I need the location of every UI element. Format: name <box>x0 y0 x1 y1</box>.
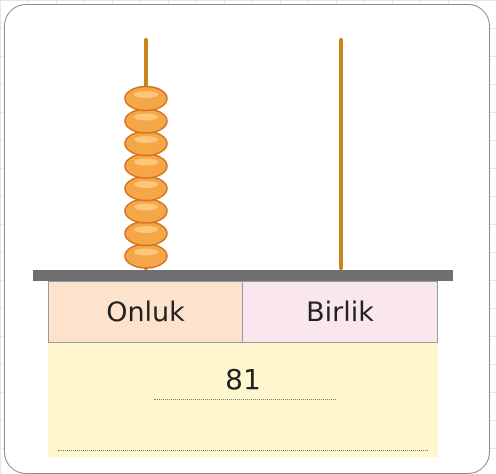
number-value: 81 <box>225 363 261 396</box>
tens-label: Onluk <box>48 281 243 343</box>
tens-bead <box>124 130 168 157</box>
ones-rod-group <box>339 38 343 270</box>
answer-box: 81 <box>48 343 438 457</box>
tens-rod-group <box>124 38 168 270</box>
writing-line <box>58 450 428 451</box>
tens-bead <box>124 153 168 179</box>
tens-bead-highlight <box>134 136 158 143</box>
ones-rod <box>339 38 343 270</box>
tens-bead <box>124 85 168 112</box>
tens-bead-highlight <box>134 203 158 211</box>
tens-bead <box>124 243 168 269</box>
place-value-labels: Onluk Birlik <box>48 281 438 343</box>
tens-bead-highlight <box>134 248 158 256</box>
tens-bead <box>124 108 168 134</box>
tens-bead-highlight <box>134 181 158 188</box>
tens-bead-highlight <box>134 158 158 166</box>
ones-label: Birlik <box>242 281 438 343</box>
tens-bead-highlight <box>134 113 158 121</box>
tens-bead-highlight <box>134 91 158 98</box>
tens-bead-highlight <box>134 226 158 233</box>
tens-bead <box>124 220 168 247</box>
abacus <box>124 38 343 270</box>
abacus-base <box>33 270 453 281</box>
tens-bead <box>124 175 168 202</box>
answer-line <box>154 399 336 400</box>
tens-bead <box>124 198 168 224</box>
